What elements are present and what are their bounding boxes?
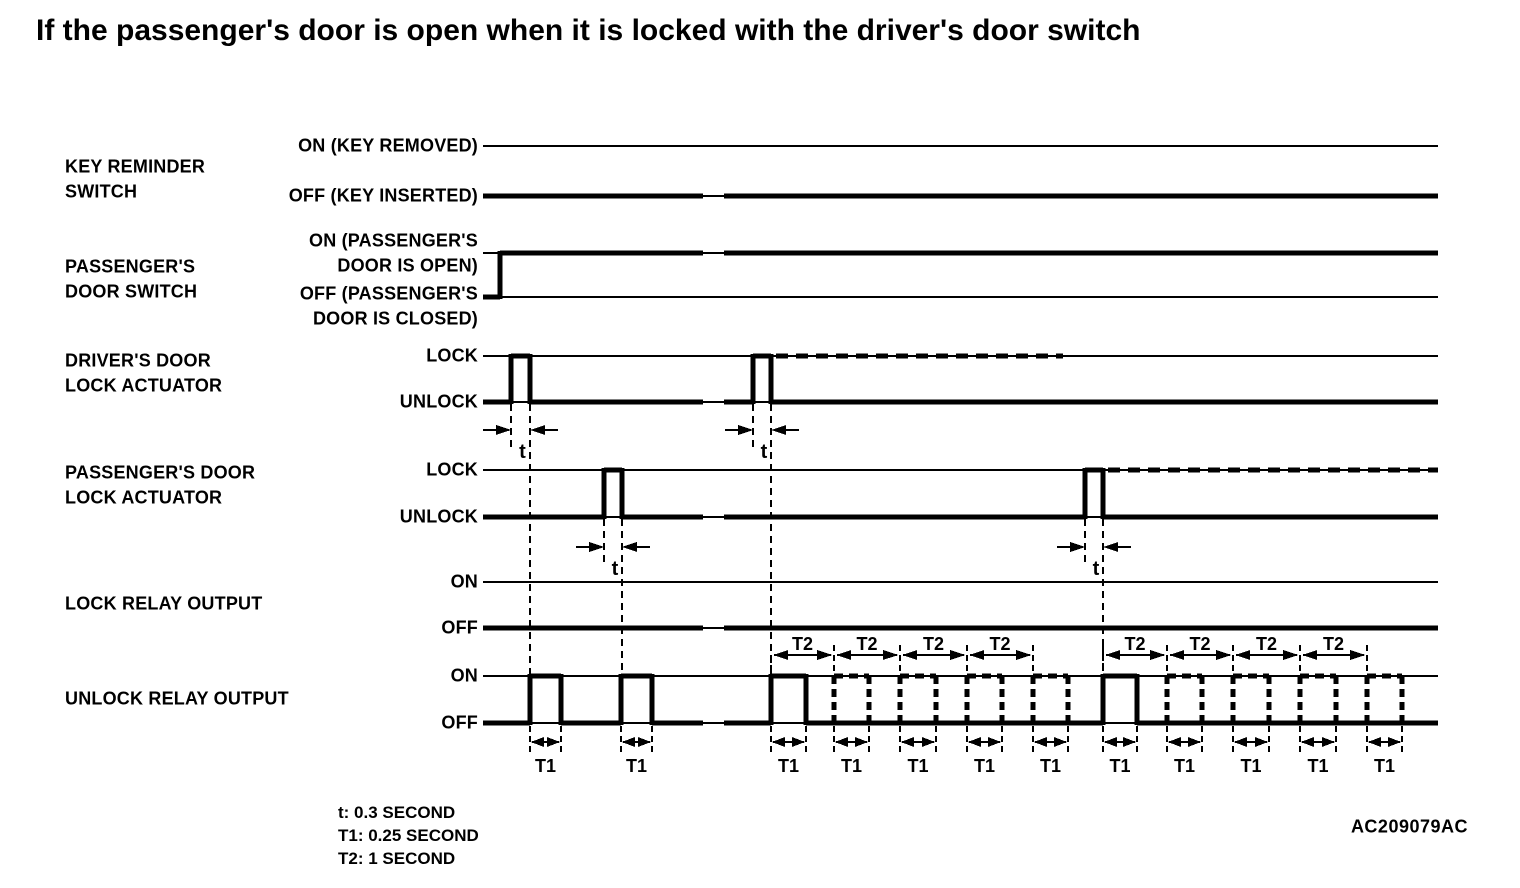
dashed-signal-lines [776,353,1438,723]
svg-text:T2: T2 [1323,634,1344,654]
svg-text:T1: T1 [1174,756,1195,776]
svg-text:t: t [761,441,768,463]
signal-lines [483,193,1438,726]
level-label: OFF (PASSENGER'S [299,283,478,304]
svg-text:T2: T2 [1189,634,1210,654]
level-label: OFF (KEY INSERTED) [288,185,478,206]
svg-text:T1: T1 [778,756,799,776]
row-label-drivers-door-lock-actuator: DRIVER'S DOOR [65,350,211,371]
svg-text:T1: T1 [1307,756,1328,776]
reference-lines [483,145,1438,724]
svg-text:T2: T2 [989,634,1010,654]
legend-line-t2: T2: 1 SECOND [338,849,456,868]
svg-text:T1: T1 [626,756,647,776]
row-label-key-reminder-switch: SWITCH [65,181,138,202]
row-label-drivers-door-lock-actuator: LOCK ACTUATOR [65,375,223,396]
row-label-passengers-door-switch: DOOR SWITCH [65,281,198,302]
level-label: ON (KEY REMOVED) [298,135,478,156]
level-label: LOCK [426,345,478,366]
svg-text:T2: T2 [1256,634,1277,654]
figure-code: AC209079AC [1350,816,1468,837]
svg-text:t: t [612,558,619,580]
level-label: ON (PASSENGER'S [309,230,478,251]
svg-text:T2: T2 [792,634,813,654]
row-label-lock-relay-output: LOCK RELAY OUTPUT [65,593,263,614]
row-label-unlock-relay-output: UNLOCK RELAY OUTPUT [65,688,289,709]
level-label: DOOR IS OPEN) [337,255,478,276]
row-label-passengers-door-lock-actuator: LOCK ACTUATOR [65,487,223,508]
level-label: ON [450,665,478,686]
level-label: LOCK [426,459,478,480]
svg-text:T1: T1 [841,756,862,776]
svg-text:T1: T1 [1374,756,1395,776]
row-label-passengers-door-lock-actuator: PASSENGER'S DOOR [65,462,256,483]
level-label: ON [450,571,478,592]
level-label: OFF [441,617,478,638]
svg-text:T1: T1 [907,756,928,776]
level-label: UNLOCK [399,506,478,527]
level-label: DOOR IS CLOSED) [312,308,478,329]
measurement-markers: t t t tT1 T1 T1 T1 T1 T1 T1 T1 T1 T1 T1 T1 T2 T2 T2 T2 T2 T2… [483,425,1401,776]
svg-text:T1: T1 [1040,756,1061,776]
level-label: OFF [441,712,478,733]
svg-text:T2: T2 [856,634,877,654]
row-label-passengers-door-switch: PASSENGER'S [65,256,196,277]
svg-text:T1: T1 [1109,756,1130,776]
legend-line-t1: T1: 0.25 SECOND [338,826,479,845]
legend-line-t: t: 0.3 SECOND [338,803,456,822]
svg-text:T2: T2 [923,634,944,654]
dashed-guide-lines [510,404,1403,755]
svg-text:t: t [1093,558,1100,580]
svg-text:T1: T1 [535,756,556,776]
svg-text:T2: T2 [1124,634,1145,654]
page-title: If the passenger's door is open when it … [36,14,1141,47]
timing-legend: t: 0.3 SECOND T1: 0.25 SECOND T2: 1 SECO… [338,801,479,870]
svg-text:T1: T1 [1240,756,1261,776]
level-label: UNLOCK [399,391,478,412]
svg-text:T1: T1 [974,756,995,776]
svg-text:t: t [519,441,526,463]
row-label-key-reminder-switch: KEY REMINDER [65,156,206,177]
